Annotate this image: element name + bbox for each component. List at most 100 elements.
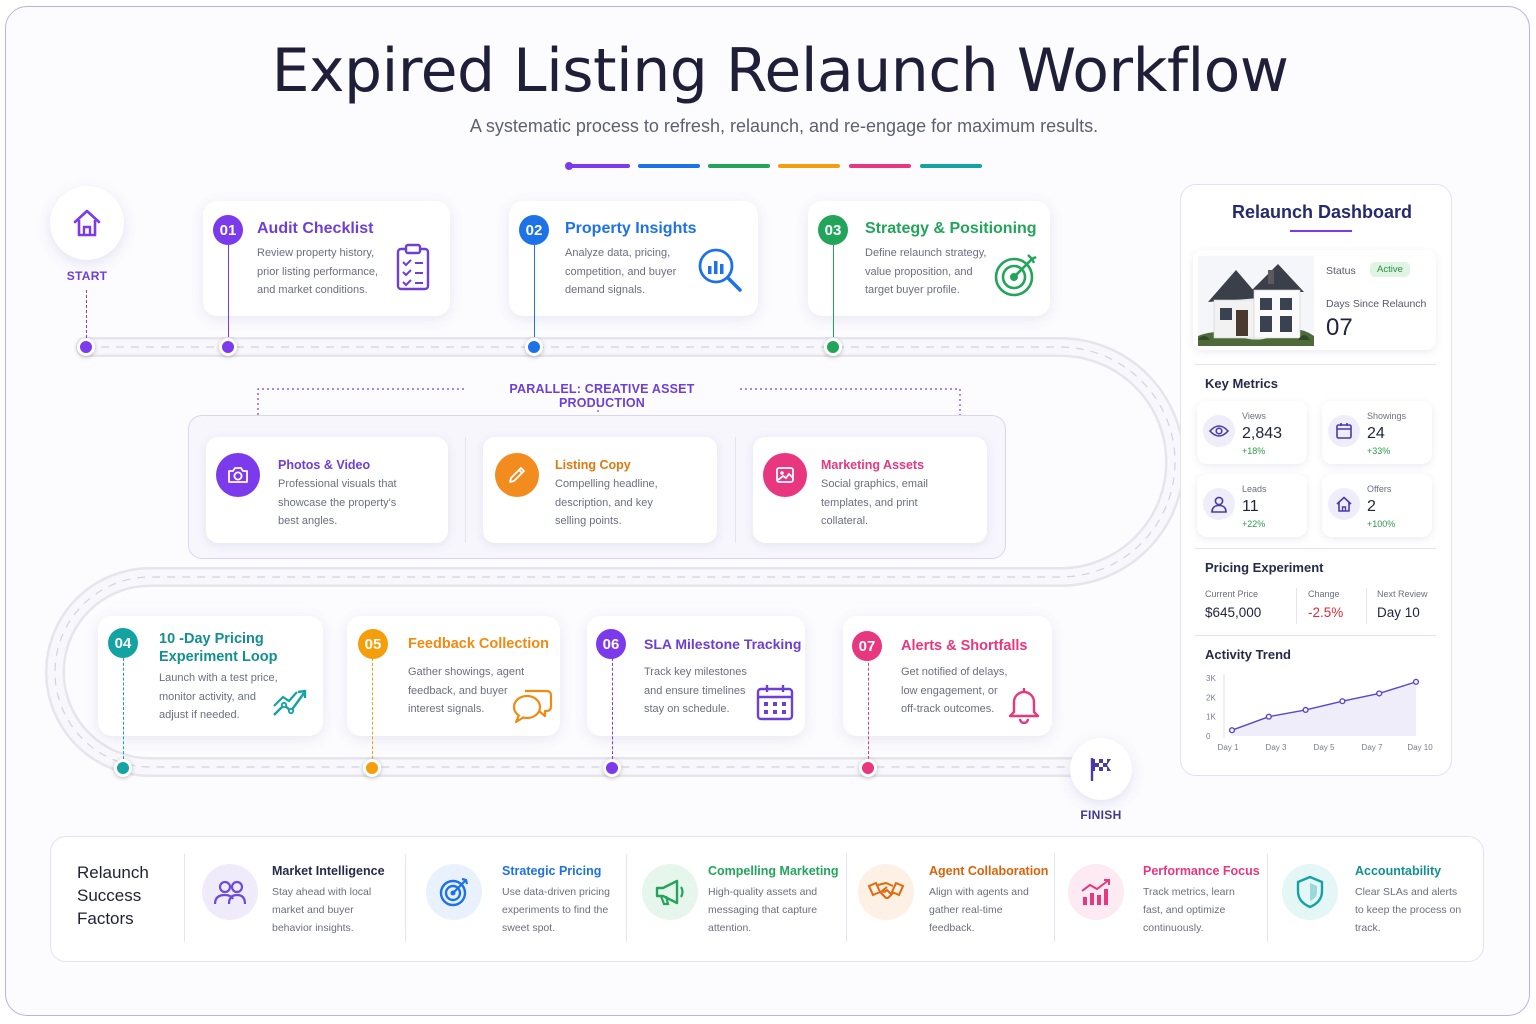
pricing-label: Current Price <box>1205 589 1259 599</box>
target-icon <box>426 864 482 920</box>
factor-title: Performance Focus <box>1143 864 1260 878</box>
metric-label: Leads <box>1242 484 1267 494</box>
step-card-strategy-positioning[interactable]: 03 Strategy & Positioning Define relaunc… <box>808 201 1050 316</box>
step-number-badge: 06 <box>596 629 626 659</box>
step-card-alerts-shortfalls[interactable]: 07 Alerts & Shortfalls Get notified of d… <box>843 616 1052 736</box>
x-tick-label: Day 3 <box>1266 743 1287 752</box>
y-tick-label: 3K <box>1206 674 1216 683</box>
handshake-icon <box>858 864 914 920</box>
divider <box>405 854 406 942</box>
trend-line <box>1231 681 1417 731</box>
divider <box>846 854 847 942</box>
step-card-property-insights[interactable]: 02 Property Insights Analyze data, prici… <box>509 201 758 316</box>
factor-market-intelligence[interactable]: Market Intelligence Stay ahead with loca… <box>200 862 400 942</box>
activity-title: Activity Trend <box>1205 647 1291 662</box>
x-tick-label: Day 5 <box>1314 743 1335 752</box>
step-title: Audit Checklist <box>257 220 374 237</box>
chat-bubbles-icon <box>512 689 553 724</box>
accent-bar <box>708 164 770 168</box>
asset-desc: Social graphics, email templates, and pr… <box>821 478 928 527</box>
pencil-icon <box>495 453 539 497</box>
step-card-pricing-experiment[interactable]: 04 10 -Day Pricing Experiment Loop Launc… <box>98 616 323 736</box>
road-dot-05 <box>363 759 381 777</box>
asset-title: Marketing Assets <box>821 458 925 472</box>
metric-change: +33% <box>1367 446 1391 456</box>
y-tick-label: 2K <box>1206 693 1216 702</box>
megaphone-icon <box>642 864 698 920</box>
metric-card-leads[interactable]: Leads 11 +22% <box>1197 474 1307 537</box>
title-underline <box>1290 230 1352 232</box>
start-label: START <box>66 269 108 283</box>
step-card-feedback-collection[interactable]: 05 Feedback Collection Gather showings, … <box>347 616 560 736</box>
trend-chart-icon <box>273 689 307 716</box>
metric-card-showings[interactable]: Showings 24 +33% <box>1322 401 1432 464</box>
accent-bar <box>566 164 630 168</box>
factor-compelling-marketing[interactable]: Compelling Marketing High-quality assets… <box>640 862 845 942</box>
step-number-badge: 03 <box>818 215 848 245</box>
accent-bar <box>920 164 982 168</box>
trend-area <box>1232 681 1416 736</box>
factor-accountability[interactable]: Accountability Clear SLAs and alerts to … <box>1280 862 1475 942</box>
step-connector <box>123 658 124 759</box>
factor-desc: Use data-driven pricing experiments to f… <box>502 886 610 934</box>
trend-point <box>1228 727 1236 734</box>
trend-point <box>1265 713 1272 720</box>
metric-value: 2,843 <box>1242 425 1283 442</box>
metric-value: 24 <box>1367 425 1385 442</box>
factor-performance-focus[interactable]: Performance Focus Track metrics, learn f… <box>1066 862 1261 942</box>
days-value: 07 <box>1326 314 1353 341</box>
pricing-value: $645,000 <box>1205 605 1262 620</box>
step-number-badge: 01 <box>213 215 243 245</box>
factor-agent-collaboration[interactable]: Agent Collaboration Align with agents an… <box>856 862 1051 942</box>
divider <box>465 437 466 543</box>
step-card-audit-checklist[interactable]: 01 Audit Checklist Review property histo… <box>203 201 450 316</box>
step-connector <box>868 658 869 759</box>
divider <box>1195 364 1436 365</box>
dashboard-title: Relaunch Dashboard <box>1231 202 1413 222</box>
bell-icon <box>1008 688 1040 724</box>
step-title: Alerts & Shortfalls <box>901 638 1028 654</box>
metric-change: +22% <box>1242 519 1266 529</box>
step-number-badge: 05 <box>358 629 388 659</box>
asset-card-marketing-assets[interactable]: Marketing Assets Social graphics, email … <box>753 437 987 543</box>
parallel-label: PARALLEL: CREATIVE ASSET PRODUCTION <box>509 382 695 410</box>
step-title: SLA Milestone Tracking <box>644 636 802 652</box>
status-badge: Active <box>1370 262 1410 277</box>
road-dot-start <box>77 338 95 356</box>
key-metrics-title: Key Metrics <box>1205 376 1278 391</box>
camera-icon <box>216 453 260 497</box>
asset-desc: Professional visuals that showcase the p… <box>278 478 397 527</box>
metric-label: Showings <box>1367 411 1407 421</box>
divider <box>735 437 736 543</box>
road-dot-03 <box>824 338 842 356</box>
metric-label: Offers <box>1367 484 1392 494</box>
status-label: Status <box>1326 265 1356 277</box>
divider <box>1195 635 1436 636</box>
divider <box>1267 854 1268 942</box>
road-dot-07 <box>859 759 877 777</box>
road-dot-06 <box>603 759 621 777</box>
step-card-sla-milestone[interactable]: 06 SLA Milestone Tracking Track key mile… <box>587 616 805 736</box>
step-connector <box>833 245 834 337</box>
image-icon <box>763 453 807 497</box>
metric-card-offers[interactable]: Offers 2 +100% <box>1322 474 1432 537</box>
asset-card-photos-video[interactable]: Photos & Video Professional visuals that… <box>206 437 448 543</box>
factor-title: Accountability <box>1355 864 1442 878</box>
asset-card-listing-copy[interactable]: Listing Copy Compelling headline, descri… <box>483 437 717 543</box>
trend-point <box>1339 698 1346 705</box>
calendar-icon <box>756 685 794 721</box>
pricing-value: Day 10 <box>1377 605 1420 620</box>
factor-desc: High-quality assets and messaging that c… <box>708 886 818 934</box>
factor-title: Agent Collaboration <box>929 864 1049 878</box>
factors-title: Relaunch Success Factors <box>77 863 149 928</box>
factor-strategic-pricing[interactable]: Strategic Pricing Use data-driven pricin… <box>424 862 624 942</box>
step-desc: Launch with a test price, monitor activi… <box>159 672 278 721</box>
step-desc: Track key milestones and ensure timeline… <box>644 666 747 715</box>
pricing-label: Change <box>1308 589 1340 599</box>
user-icon <box>1203 488 1235 520</box>
metric-card-views[interactable]: Views 2,843 +18% <box>1197 401 1307 464</box>
road-dot-01 <box>219 338 237 356</box>
bar-chart-icon <box>1068 864 1124 920</box>
step-connector <box>372 658 373 759</box>
metric-value: 2 <box>1367 498 1376 515</box>
